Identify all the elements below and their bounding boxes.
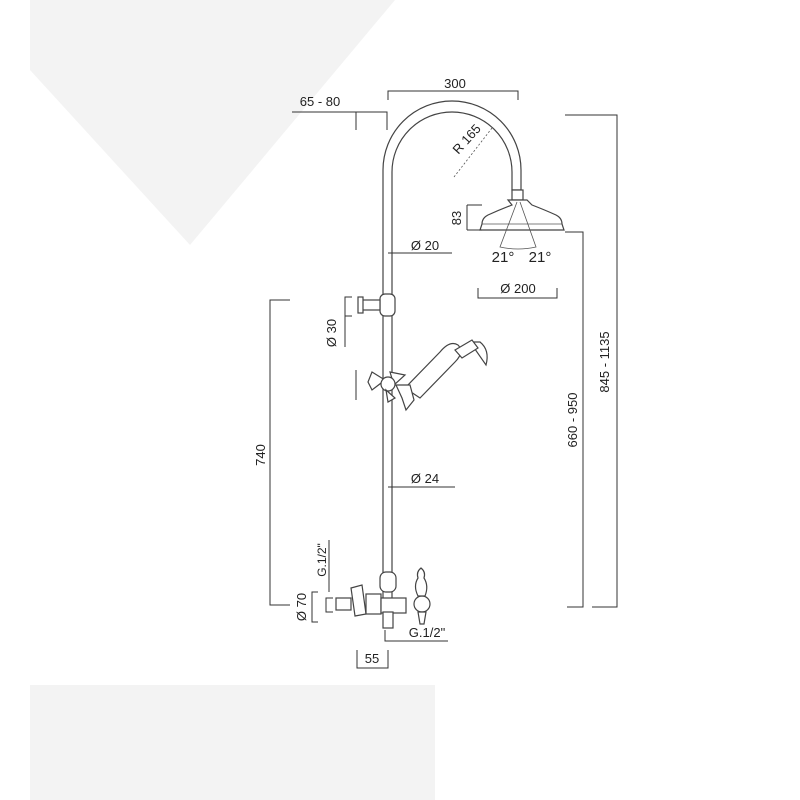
dim-head-diameter: Ø 200 — [500, 281, 535, 296]
dim-bracket-height: 740 — [253, 444, 268, 466]
dim-flange-diameter: Ø 70 — [294, 593, 309, 621]
dim-head-height: 83 — [449, 211, 464, 225]
shower-head — [479, 189, 565, 250]
background-shape-top — [30, 0, 395, 245]
dim-pipe-bottom-diameter: Ø 24 — [411, 471, 439, 486]
dim-outlet-thread: G.1/2" — [409, 625, 446, 640]
dim-pipe-top-diameter: Ø 20 — [411, 238, 439, 253]
dimension-lines — [269, 90, 618, 669]
dim-spray-angle-left: 21° — [492, 249, 515, 266]
mixer-valve — [335, 567, 431, 629]
dim-arc-radius: R 165 — [449, 121, 483, 157]
dim-wall-distance: 65 - 80 — [300, 94, 340, 109]
hand-shower — [367, 339, 488, 412]
dim-total-height: 845 - 1135 — [597, 331, 612, 392]
wall-bracket — [357, 293, 396, 317]
dim-inlet-thread-vertical: G.1/2" — [315, 543, 329, 577]
dim-spray-angle-right: 21° — [529, 249, 552, 266]
dim-inlet-length: 55 — [365, 651, 379, 666]
background-shape-bottom — [30, 685, 435, 800]
dim-bracket-diameter: Ø 30 — [324, 319, 339, 347]
dim-head-to-mixer-height: 660 - 950 — [565, 393, 580, 448]
dim-arm-reach: 300 — [444, 76, 466, 91]
